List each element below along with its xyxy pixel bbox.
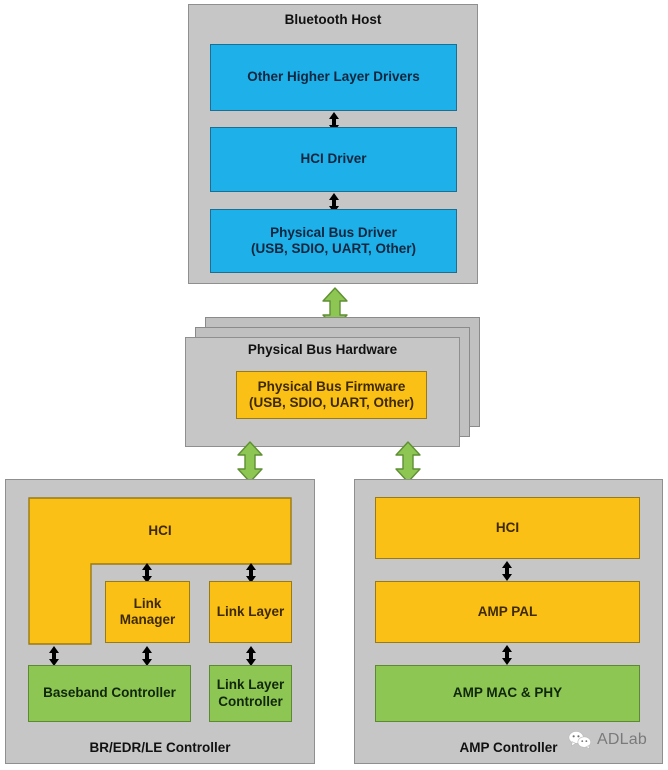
arrow-bus-hardware-to-amp: [395, 441, 421, 483]
arrow-amp-pal-to-mac-phy: [502, 645, 512, 665]
link-layer-controller-label-line1: Link Layer: [216, 677, 285, 693]
host-block-label: HCI Driver: [300, 151, 367, 167]
link-layer-block[interactable]: Link Layer: [209, 581, 292, 643]
arrow-hci-to-link-layer: [246, 563, 256, 583]
arrow-bus-hardware-to-br-edr-le: [237, 441, 263, 483]
bluetooth-host-caption: Bluetooth Host: [284, 12, 382, 27]
host-block-hci-driver[interactable]: HCI Driver: [210, 127, 457, 192]
link-layer-controller-block[interactable]: Link Layer Controller: [209, 665, 292, 722]
link-manager-label-line1: Link: [133, 595, 162, 611]
link-manager-block[interactable]: Link Manager: [105, 581, 190, 643]
amp-controller-caption: AMP Controller: [459, 740, 558, 755]
br-edr-le-hci-label: HCI: [148, 523, 172, 538]
baseband-controller-label: Baseband Controller: [43, 685, 176, 701]
host-block-other-higher-layer-drivers[interactable]: Other Higher Layer Drivers: [210, 44, 457, 111]
br-edr-le-hci-block[interactable]: [28, 497, 292, 645]
arrow-amp-hci-to-pal: [502, 561, 512, 581]
bus-hardware-firmware-block[interactable]: Physical Bus Firmware (USB, SDIO, UART, …: [236, 371, 427, 419]
br-edr-le-controller-caption: BR/EDR/LE Controller: [89, 740, 231, 755]
arrow-hci-to-link-manager: [142, 563, 152, 583]
host-block-label: Other Higher Layer Drivers: [247, 69, 420, 85]
host-block-label-line1: Physical Bus Driver: [270, 224, 397, 240]
amp-hci-block[interactable]: HCI: [375, 497, 640, 559]
bus-hardware-caption: Physical Bus Hardware: [247, 342, 398, 357]
link-layer-label: Link Layer: [216, 603, 285, 619]
amp-pal-block[interactable]: AMP PAL: [375, 581, 640, 643]
arrow-link-layer-to-link-layer-controller: [246, 646, 256, 666]
host-block-physical-bus-driver[interactable]: Physical Bus Driver (USB, SDIO, UART, Ot…: [210, 209, 457, 273]
firmware-label-line1: Physical Bus Firmware: [257, 378, 406, 394]
link-layer-controller-label-line2: Controller: [218, 693, 283, 709]
host-block-label-line2: (USB, SDIO, UART, Other): [250, 241, 416, 256]
link-manager-label-line2: Manager: [119, 612, 176, 627]
watermark-text: ADLab: [597, 731, 647, 748]
amp-pal-label: AMP PAL: [477, 603, 538, 619]
arrow-hci-leg-to-baseband: [49, 646, 59, 666]
watermark: ADLab: [568, 730, 647, 750]
amp-hci-label: HCI: [495, 519, 520, 535]
arrow-host-hci-to-physbus: [329, 193, 339, 213]
arrow-link-manager-to-baseband: [142, 646, 152, 666]
amp-mac-phy-block[interactable]: AMP MAC & PHY: [375, 665, 640, 722]
amp-mac-phy-label: AMP MAC & PHY: [452, 685, 563, 701]
wechat-icon: [568, 731, 592, 750]
firmware-label-line2: (USB, SDIO, UART, Other): [248, 395, 414, 410]
baseband-controller-block[interactable]: Baseband Controller: [28, 665, 191, 722]
